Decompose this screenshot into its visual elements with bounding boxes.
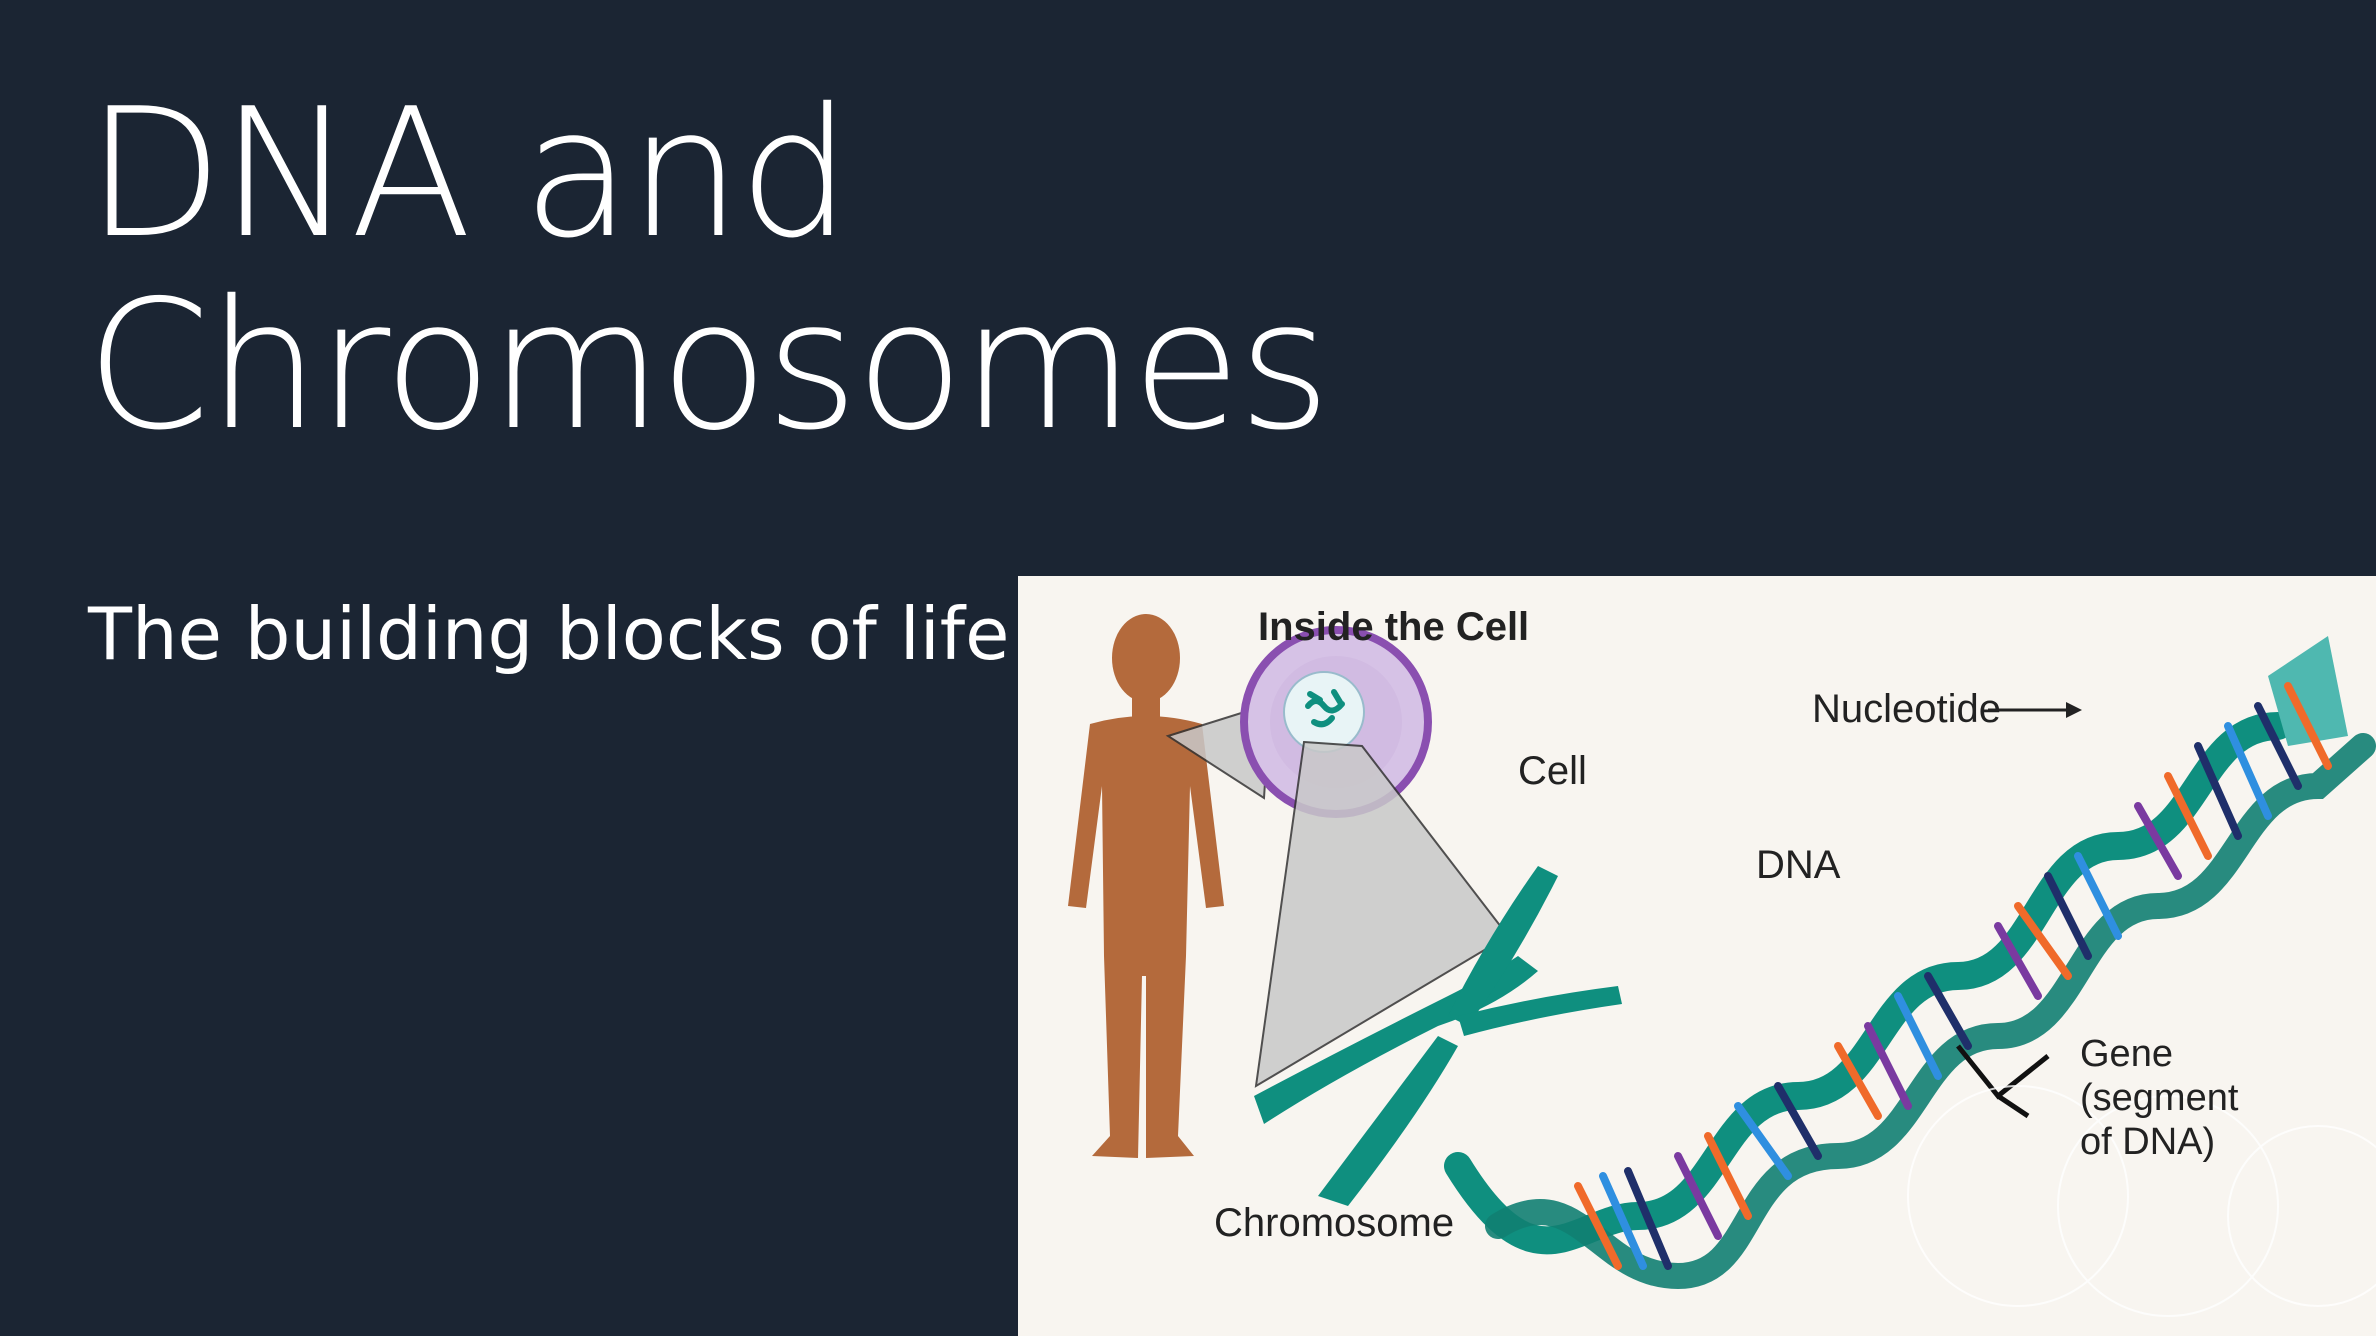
slide-title: DNA and Chromosomes [86, 70, 1331, 469]
dna-diagram: Inside the Cell Cell Chromosome DNA Nucl… [1018, 576, 2376, 1336]
label-inside-the-cell: Inside the Cell [1258, 605, 1529, 649]
label-gene-line-3: of DNA) [2080, 1121, 2215, 1163]
label-gene-line-2: (segment [2080, 1077, 2239, 1119]
label-gene-line-1: Gene [2080, 1033, 2173, 1075]
label-chromosome: Chromosome [1214, 1201, 1454, 1245]
dna-helix [1444, 636, 2376, 1290]
dna-base-pairs [1574, 682, 2332, 1270]
label-dna: DNA [1756, 843, 1841, 887]
dna-diagram-svg: Inside the Cell Cell Chromosome DNA Nucl… [1068, 605, 2376, 1317]
gene-bracket [1956, 1044, 2050, 1119]
human-silhouette [1068, 614, 1224, 1158]
label-cell: Cell [1518, 749, 1587, 793]
label-nucleotide: Nucleotide [1812, 687, 2001, 731]
chromosome-illustration [1254, 866, 1622, 1206]
title-line-2: Chromosomes [86, 262, 1331, 469]
decorative-circles [1907, 1085, 2376, 1317]
nucleotide-arrowhead [2066, 702, 2082, 718]
slide-subtitle: The building blocks of life [88, 592, 1010, 676]
title-line-1: DNA and [86, 70, 851, 277]
